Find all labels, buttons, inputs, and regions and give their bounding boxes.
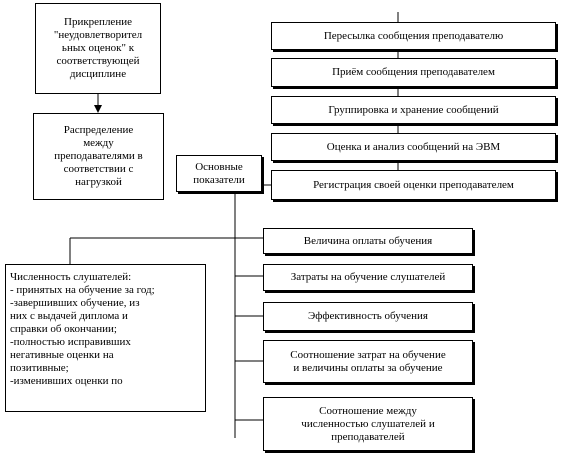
ratio-people-box: Соотношение между численностью слушателе… [263, 397, 473, 451]
register-grade-text: Регистрация своей оценки преподавателем [313, 178, 514, 191]
evaluate-analyze-box: Оценка и анализ сообщений на ЭВМ [271, 133, 556, 161]
training-costs-box: Затраты на обучение слушателей [263, 264, 473, 291]
main-indicators-box: Основные показатели [176, 155, 262, 192]
distribute-box-text: Распределение между преподавателями в со… [54, 124, 143, 188]
receive-message-box: Приём сообщения преподавателем [271, 58, 556, 87]
group-store-box: Группировка и хранение сообщений [271, 96, 556, 124]
receive-message-text: Приём сообщения преподавателем [332, 66, 495, 78]
forward-message-text: Пересылка сообщения преподавателю [323, 29, 504, 42]
ratio-costs-box: Соотношение затрат на обучение и величин… [263, 340, 473, 383]
efficiency-text: Эффективность обучения [308, 310, 428, 322]
assign-box-text: Прикрепление "неудовлетворител ьных оцен… [53, 16, 143, 80]
efficiency-box: Эффективность обучения [263, 302, 473, 331]
students-count-text: Численность слушателей: - принятых на об… [10, 271, 155, 387]
main-indicators-text: Основные показатели [193, 160, 245, 186]
tuition-fee-box: Величина оплаты обучения [263, 228, 473, 254]
distribute-box: Распределение между преподавателями в со… [33, 113, 164, 200]
training-costs-text: Затраты на обучение слушателей [290, 271, 446, 283]
group-store-text: Группировка и хранение сообщений [328, 103, 499, 116]
ratio-costs-text: Соотношение затрат на обучение и величин… [290, 348, 446, 374]
forward-message-box: Пересылка сообщения преподавателю [271, 22, 556, 50]
ratio-people-text: Соотношение между численностью слушателе… [301, 404, 435, 443]
assign-box: Прикрепление "неудовлетворител ьных оцен… [35, 3, 161, 94]
evaluate-analyze-text: Оценка и анализ сообщений на ЭВМ [326, 140, 501, 153]
students-count-box: Численность слушателей: - принятых на об… [5, 264, 206, 412]
register-grade-box: Регистрация своей оценки преподавателем [271, 170, 556, 200]
tuition-fee-text: Величина оплаты обучения [303, 234, 433, 247]
